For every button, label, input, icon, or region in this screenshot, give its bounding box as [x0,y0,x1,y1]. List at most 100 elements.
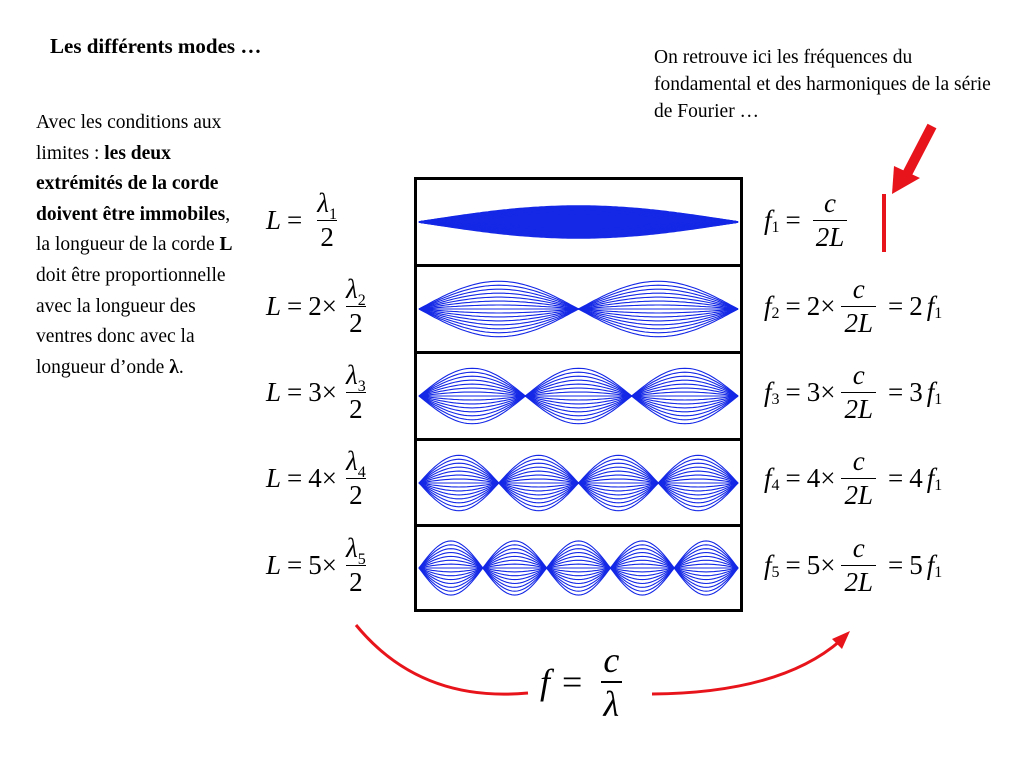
wave-curve [418,391,739,401]
coefficient: 5 [806,550,821,580]
fraction: c 2L [812,188,848,251]
rhs-coefficient: 3 [909,377,923,407]
coefficient: 2 [806,291,821,321]
frequency-symbol: f [764,550,772,580]
intro-text: Avec les conditions aux limites : les de… [36,108,236,383]
length-equation-4: L = 4 × λ4 2 [266,448,375,509]
wave-curve [418,391,739,401]
wave-speed-symbol: c [852,533,865,563]
frequency-symbol: f [764,377,772,407]
wave-curve [418,555,739,581]
coefficient: 3 [806,377,821,407]
length-equation-1: L = λ1 2 [266,190,346,251]
frequency-subscript: 5 [771,563,780,581]
fundamental-symbol: f [926,291,935,321]
rhs-coefficient: 5 [909,550,923,580]
fundamental-symbol: f [926,463,935,493]
mode-frame-3 [414,351,743,441]
wave-curve [418,387,739,405]
coefficient: 5 [308,550,322,580]
intro-bold-1: les deux extrémités de la corde doivent … [36,142,226,225]
fraction: c 2L [841,448,877,509]
equals-sign: = [785,205,801,235]
rhs-coefficient: 4 [909,463,923,493]
mode-frame-2 [414,264,743,354]
wave-curve [418,555,739,581]
frequency-symbol: f [764,463,772,493]
equals-sign: = [287,550,303,580]
rhs-coefficient: 2 [909,291,923,321]
fundamental-subscript: 1 [934,390,943,408]
denominator: 2L [841,565,877,596]
wave-speed-symbol: c [824,188,836,218]
lambda-subscript: 3 [357,378,366,395]
wave-curve [418,548,739,588]
denominator: 2L [812,220,848,251]
equals-sign: = [287,463,303,493]
lambda-symbol: λ [346,446,358,476]
frequency-symbol: f [540,662,551,702]
length-equation-3: L = 3 × λ3 2 [266,362,375,423]
main-formula: f = c λ [540,642,628,722]
equals-sign: = [785,550,801,580]
lambda-subscript: 2 [357,292,366,309]
wave-curve [418,379,739,413]
intro-bold-2: L [219,234,233,256]
lambda-symbol: λ [346,360,358,390]
mode-frame-1 [414,177,743,267]
wave-curve [418,551,739,585]
standing-wave-mode-3 [418,367,739,425]
denominator: 2L [841,306,877,337]
wave-curve [418,383,739,409]
wave-speed-symbol: c [852,274,865,304]
wave-curve [418,371,739,421]
length-symbol: L [266,205,282,235]
equals-sign: = [888,291,904,321]
mode-frame-5 [414,524,743,612]
frequency-subscript: 4 [771,476,780,494]
red-marker-bar [882,194,886,252]
wave-curve [418,280,739,338]
equals-sign: = [888,377,904,407]
lambda-subscript: 1 [328,206,337,223]
fraction: c 2L [841,360,877,423]
standing-wave-mode-2 [418,280,739,338]
times-sign: × [321,377,337,407]
lambda-subscript: 4 [357,464,366,481]
fundamental-subscript: 1 [934,476,943,494]
slide-title: Les différents modes … [50,34,262,58]
wave-curve [418,540,739,596]
lambda-symbol: λ [346,533,358,563]
wave-curve [418,367,739,425]
intro-part-3: doit être proportionnelle avec la longue… [36,264,226,378]
fourier-note: On retrouve ici les fréquences du fondam… [654,47,991,122]
fraction: λ4 2 [343,448,369,509]
times-sign: × [820,463,836,493]
wave-speed-symbol: c [603,640,620,680]
wave-curve [418,559,739,577]
denominator: 2 [346,392,366,423]
denominator: 2L [841,478,877,509]
wave-curve [418,375,739,417]
equals-sign: = [785,291,801,321]
coefficient: 2 [308,291,322,321]
wave-curve [418,375,739,417]
wave-curve [418,563,739,573]
intro-part-1: Avec les conditions aux limites : [36,112,222,164]
fundamental-subscript: 1 [934,304,943,322]
frequency-symbol: f [764,291,772,321]
frequency-subscript: 2 [771,304,780,322]
denominator: 2 [317,220,337,251]
fraction: c 2L [841,533,877,596]
fraction: λ5 2 [343,535,369,596]
wave-curve [418,548,739,588]
times-sign: × [820,291,836,321]
denominator: 2L [841,392,877,423]
wave-curve [418,544,739,592]
equals-sign: = [287,205,303,235]
wave-speed-symbol: c [852,360,865,390]
